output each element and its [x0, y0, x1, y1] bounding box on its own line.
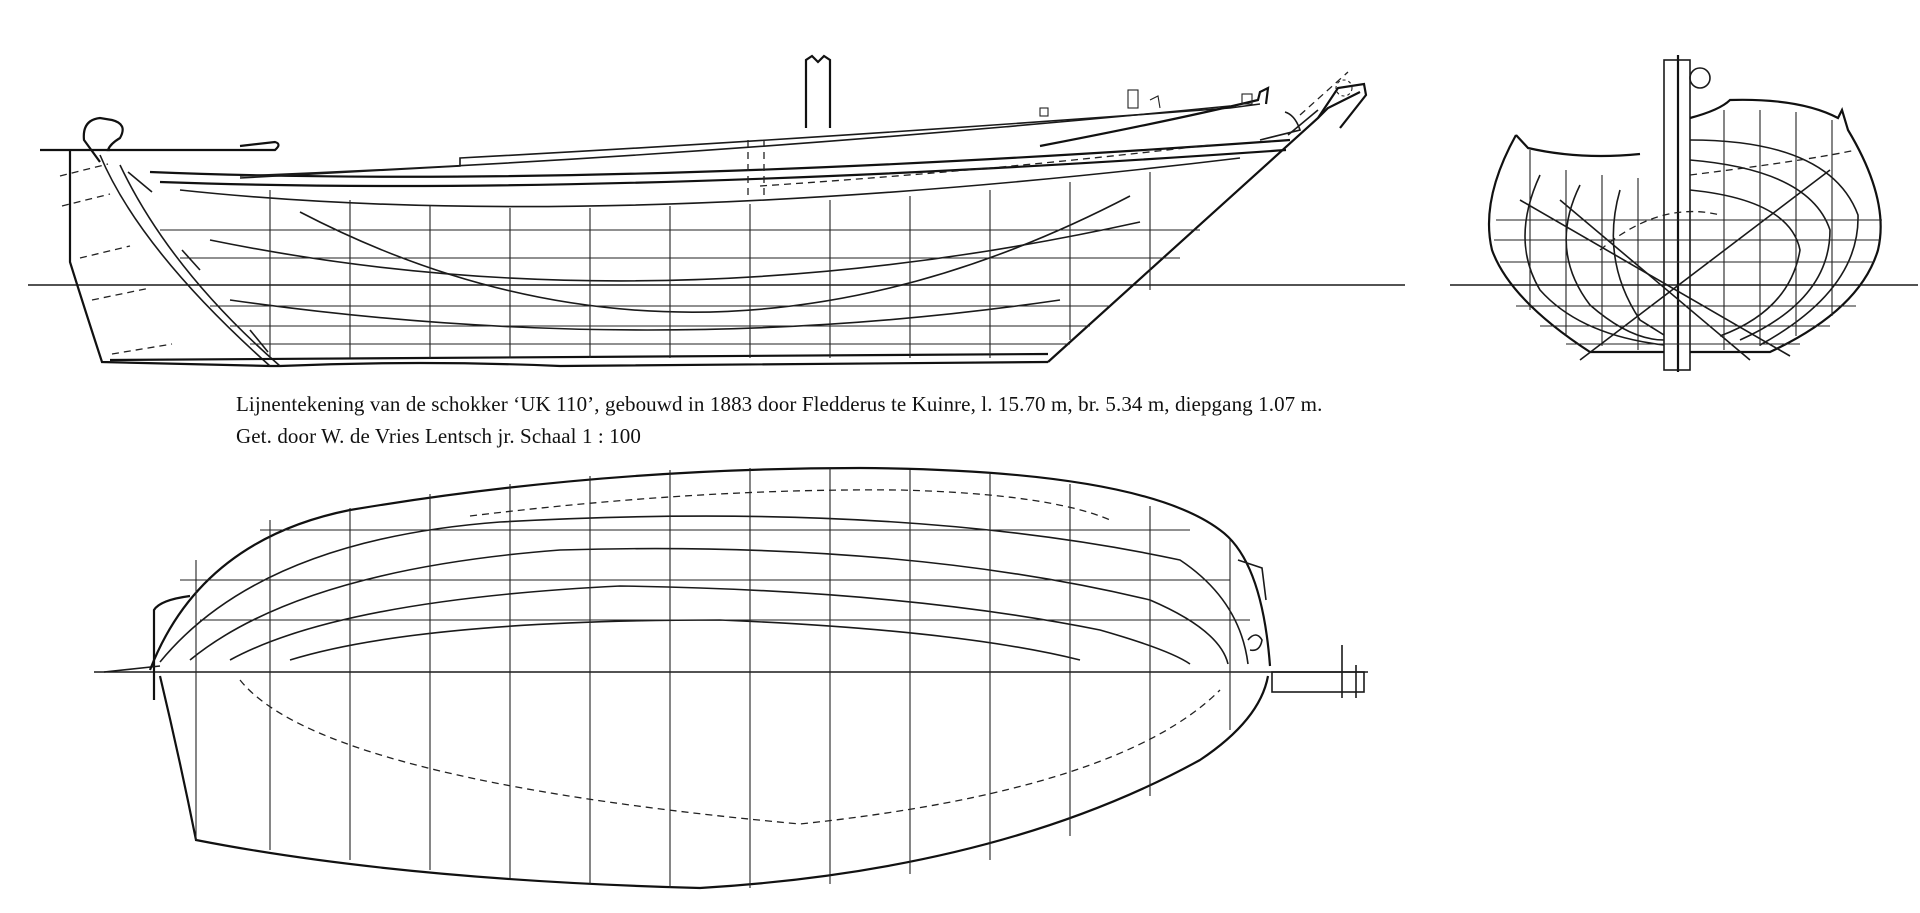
caption-line-1: Lijnentekening van de schokker ‘UK 110’,…: [236, 392, 1323, 416]
caption-line-2: Get. door W. de Vries Lentsch jr. Schaal…: [236, 424, 641, 448]
